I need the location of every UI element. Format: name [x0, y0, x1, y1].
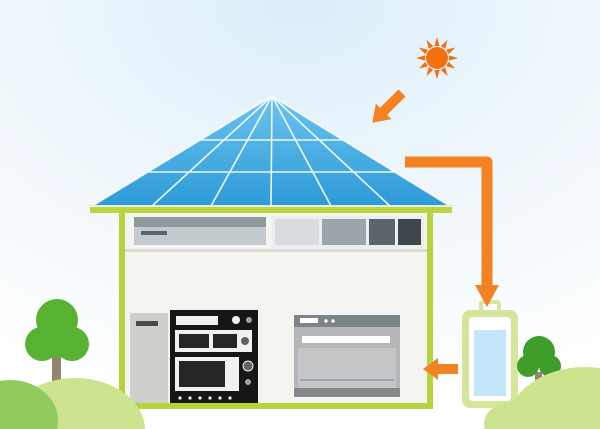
oven-window	[179, 361, 225, 387]
tree-crown	[25, 299, 89, 361]
dishwasher-button	[324, 319, 328, 323]
battery-to-house-arrow-icon	[423, 358, 458, 380]
window-pane	[275, 219, 319, 245]
dishwasher-button	[331, 319, 335, 323]
battery-charge-level	[474, 330, 506, 396]
window-pane	[398, 219, 421, 245]
storage-battery	[462, 300, 518, 408]
oven-knob	[242, 360, 254, 372]
window-pane	[322, 219, 366, 245]
deck-knob	[241, 337, 249, 345]
deck-window	[213, 334, 237, 348]
appliance-knob	[232, 316, 240, 324]
side-cabinet	[130, 313, 168, 403]
appliance-knob	[246, 317, 252, 323]
right-greenery	[484, 336, 600, 429]
bush	[507, 367, 600, 429]
deck-window	[179, 334, 209, 348]
window-pane	[369, 219, 395, 245]
tree-crown	[517, 336, 561, 377]
roof-to-battery-arrow-icon	[405, 156, 499, 307]
dishwasher-kickplate	[294, 388, 400, 397]
dishwasher	[294, 315, 400, 397]
bush	[0, 380, 58, 429]
sun-to-roof-arrow-icon	[372, 89, 406, 123]
sun-disc	[426, 47, 448, 69]
two-story-house	[119, 205, 433, 409]
sun-rays	[416, 37, 458, 79]
roof-outline	[88, 94, 454, 207]
dishwasher-control-strip	[294, 315, 400, 327]
left-tree	[25, 299, 89, 408]
eave-strip	[90, 205, 452, 213]
sun-icon	[416, 37, 458, 79]
floor-divider	[125, 249, 427, 252]
appliance-display	[176, 316, 218, 325]
vent-handle	[141, 231, 167, 235]
black-appliance-stack	[170, 310, 258, 403]
dishwasher-door	[298, 348, 396, 388]
dishwasher-slot	[302, 336, 390, 343]
upstairs-vent-panel	[134, 217, 266, 245]
upstairs-windows	[272, 216, 424, 248]
oven-knob	[245, 379, 251, 385]
cabinet-handle	[136, 321, 158, 326]
dishwasher-display	[300, 318, 318, 323]
left-greenery	[0, 299, 145, 429]
button-row	[178, 396, 232, 400]
